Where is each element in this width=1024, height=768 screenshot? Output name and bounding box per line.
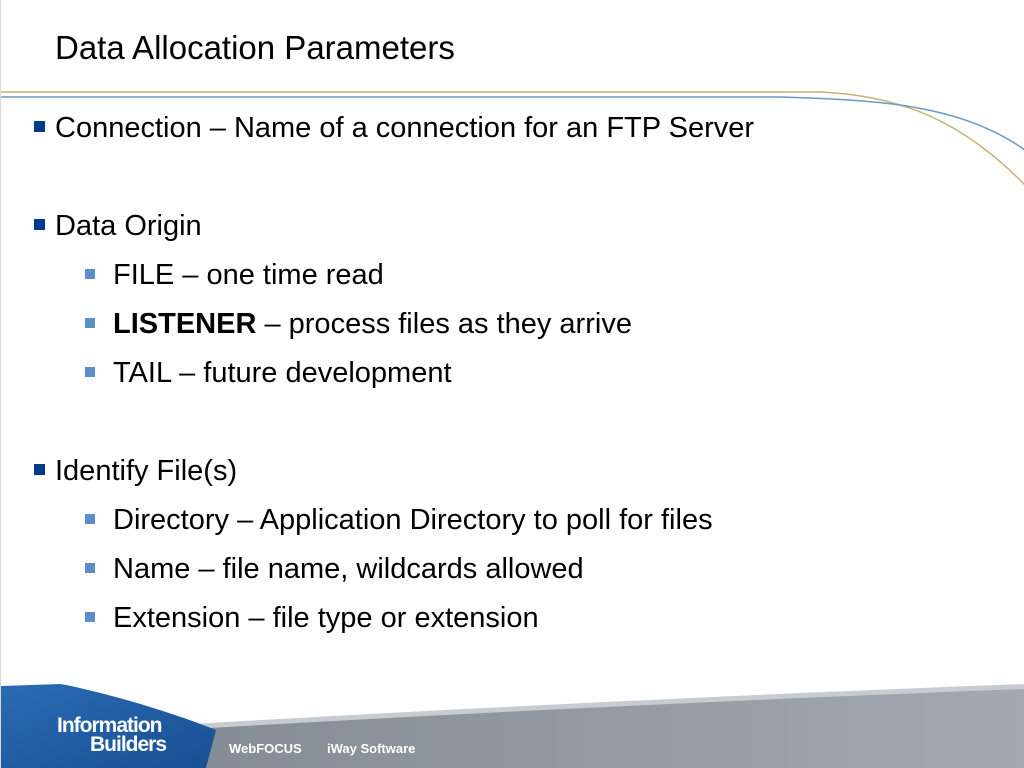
sub-bullet-bold-term: LISTENER [113,308,257,340]
footer-gray-band [1,688,1024,768]
sub-bullet-listener: LISTENER – process files as they arrive [85,306,632,342]
square-bullet-icon [85,269,95,279]
bullet-text: Connection – Name of a connection for an… [55,112,755,144]
sub-bullet-name: Name – file name, wildcards allowed [85,551,584,587]
square-bullet-icon [34,219,45,230]
slide-title: Data Allocation Parameters [55,29,455,66]
square-bullet-icon [85,318,95,328]
square-bullet-icon [85,612,95,622]
sub-bullet-file: FILE – one time read [85,257,384,293]
footer-light-stripe [1,684,1024,741]
sub-bullet-text: FILE – one time read [113,259,384,291]
logo-line-1: Information [57,714,162,737]
footer-banner: Information Builders WebFOCUS iWay Softw… [1,680,1024,768]
sub-bullet-directory: Directory – Application Directory to pol… [85,502,713,538]
sub-bullet-text: – process files as they arrive [256,308,632,340]
logo-line-2: Builders [90,733,167,756]
square-bullet-icon [34,464,45,475]
sub-bullet-tail: TAIL – future development [85,355,452,391]
bullet-identify-files: Identify File(s) [34,453,238,489]
sub-bullet-text: TAIL – future development [113,357,452,389]
square-bullet-icon [34,121,45,132]
bullet-text: Data Origin [55,210,202,242]
bullet-data-origin: Data Origin [34,208,202,244]
product-webfocus: WebFOCUS [229,741,302,756]
product-iway-software: iWay Software [327,741,416,756]
sub-bullet-extension: Extension – file type or extension [85,600,539,636]
gold-divider-line [1,91,1024,186]
footer-swoosh-graphic [1,684,1024,768]
blue-divider-line [1,96,1024,151]
title-rule-decoration [1,91,1024,186]
bullet-list: Connection – Name of a connection for an… [1,0,1024,680]
square-bullet-icon [85,563,95,573]
sub-bullet-text: Name – file name, wildcards allowed [113,553,584,585]
information-builders-logo: Information Builders [57,714,167,756]
bullet-text: Identify File(s) [55,455,238,487]
bullet-connection: Connection – Name of a connection for an… [34,110,755,146]
footer-blue-wedge [1,684,216,768]
sub-bullet-text: Directory – Application Directory to pol… [113,504,713,536]
square-bullet-icon [85,514,95,524]
square-bullet-icon [85,367,95,377]
sub-bullet-text: Extension – file type or extension [113,602,539,634]
